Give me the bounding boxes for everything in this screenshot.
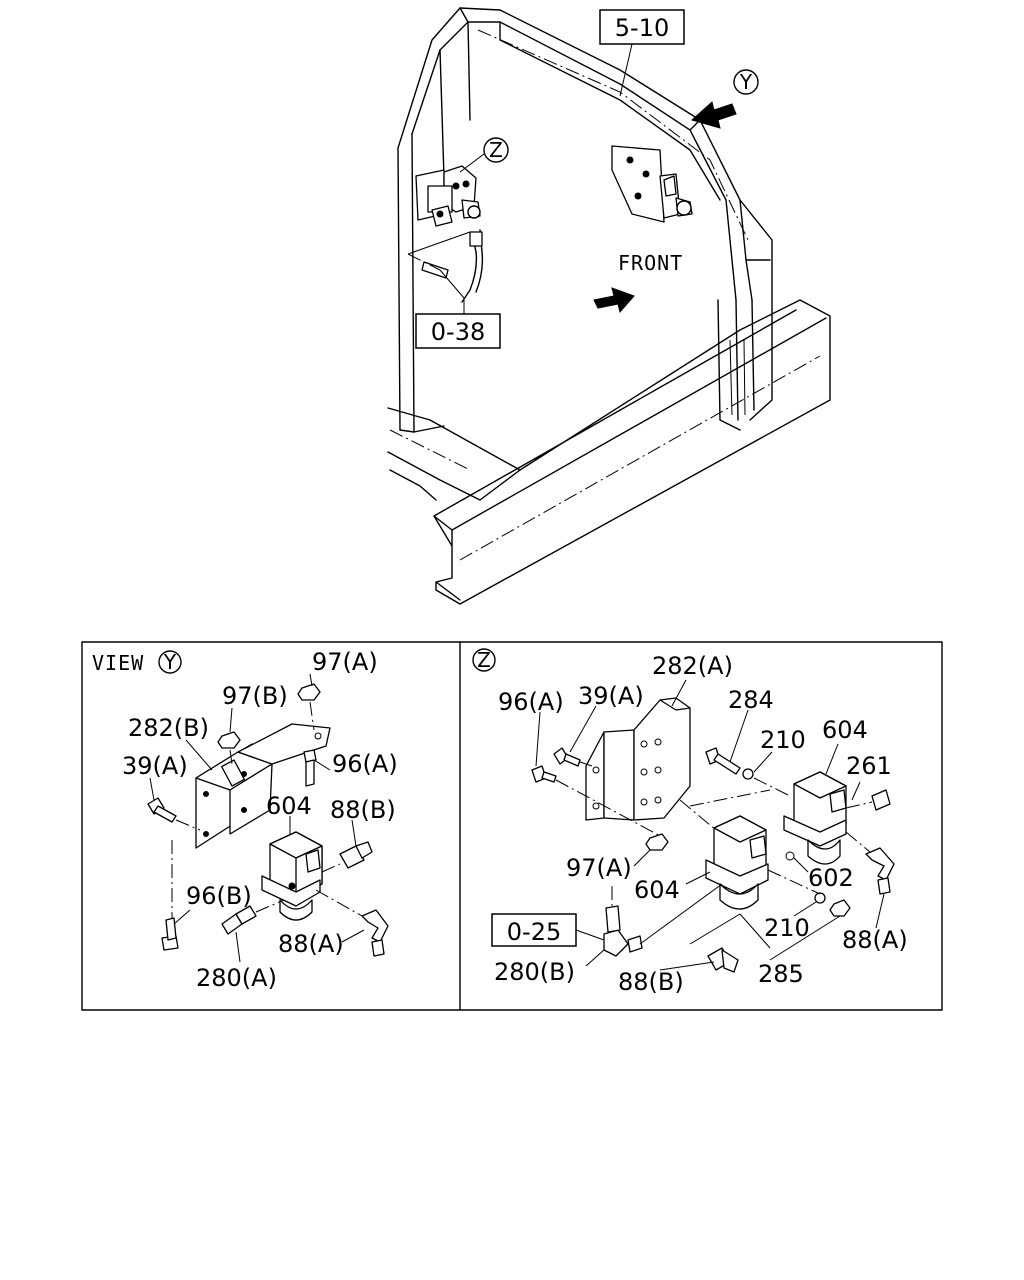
panel-view-y: VIEW Y bbox=[92, 648, 398, 992]
detail-frame bbox=[81, 641, 943, 1011]
label-88a-z: 88(A) bbox=[842, 926, 908, 954]
bolt-96b bbox=[161, 917, 179, 951]
view-z-callout[interactable]: Z bbox=[483, 137, 509, 163]
washer-210a bbox=[742, 768, 754, 780]
label-604b-z: 604 bbox=[634, 876, 680, 904]
screw-261 bbox=[871, 789, 891, 811]
valve-604-z-a bbox=[783, 771, 847, 865]
label-210b-z: 210 bbox=[764, 914, 810, 942]
label-261-z: 261 bbox=[846, 752, 892, 780]
front-arrow bbox=[593, 287, 635, 314]
label-282a-z: 282(A) bbox=[652, 652, 733, 680]
bolt-96a bbox=[303, 749, 317, 787]
front-label: FRONT bbox=[618, 251, 683, 275]
fitting-88b-z bbox=[707, 947, 739, 973]
label-602-z: 602 bbox=[808, 864, 854, 892]
label-285-z: 285 bbox=[758, 960, 804, 988]
bolt-39a-z bbox=[553, 747, 581, 767]
label-280b-z: 280(B) bbox=[494, 958, 575, 986]
label-604a-z: 604 bbox=[822, 716, 868, 744]
label-88b-z: 88(B) bbox=[618, 968, 684, 996]
bolt-39a bbox=[147, 797, 177, 823]
cab-frame bbox=[397, 7, 773, 433]
valve-604-y bbox=[261, 831, 323, 921]
view-y-callout[interactable]: Y bbox=[733, 69, 759, 95]
label-97a-y: 97(A) bbox=[312, 648, 378, 676]
bolt-96a-z bbox=[531, 765, 557, 783]
valve-assembly-y bbox=[611, 145, 693, 223]
ref-box-5-10[interactable]: 5-10 bbox=[599, 9, 685, 45]
label-282b-y: 282(B) bbox=[128, 714, 209, 742]
svg-text:0-38: 0-38 bbox=[431, 318, 485, 346]
view-z-marker-circle bbox=[472, 648, 496, 672]
label-96b-y: 96(B) bbox=[186, 882, 252, 910]
panel-view-z: Z bbox=[472, 648, 908, 996]
elbow-88a-z bbox=[865, 847, 895, 895]
label-284-z: 284 bbox=[728, 686, 774, 714]
nut-285 bbox=[829, 899, 851, 917]
label-39a-z: 39(A) bbox=[578, 682, 644, 710]
bracket-282a bbox=[585, 697, 691, 821]
label-96a-z: 96(A) bbox=[498, 688, 564, 716]
valve-assembly-z bbox=[407, 165, 484, 314]
view-z-marker: Z bbox=[477, 648, 491, 672]
label-39a-y: 39(A) bbox=[122, 752, 188, 780]
elbow-280b bbox=[603, 905, 643, 957]
label-97a-z: 97(A) bbox=[566, 854, 632, 882]
elbow-88a-y bbox=[361, 909, 389, 957]
view-y-marker: Y bbox=[163, 650, 177, 674]
top-assembly-view: 5-10 Y Z FRONT 0-38 bbox=[387, 7, 831, 605]
svg-text:5-10: 5-10 bbox=[615, 14, 669, 42]
svg-text:Y: Y bbox=[739, 70, 753, 94]
chassis-frame bbox=[387, 299, 831, 605]
view-y-title: VIEW bbox=[92, 651, 144, 675]
fitting-88b-y bbox=[339, 841, 373, 869]
label-88a-y: 88(A) bbox=[278, 930, 344, 958]
label-96a-y: 96(A) bbox=[332, 750, 398, 778]
label-97b-y: 97(B) bbox=[222, 682, 288, 710]
label-210a-z: 210 bbox=[760, 726, 806, 754]
ref-box-0-38[interactable]: 0-38 bbox=[415, 313, 501, 349]
fitting-280a bbox=[221, 905, 257, 935]
valve-604-z-b bbox=[705, 815, 769, 910]
bolt-284 bbox=[705, 747, 741, 775]
nut-97b bbox=[217, 731, 241, 749]
view-y-marker-circle bbox=[158, 650, 182, 674]
ring-602 bbox=[785, 851, 795, 861]
nut-97a bbox=[297, 683, 321, 701]
washer-210b bbox=[814, 892, 826, 904]
bracket-282b bbox=[195, 723, 331, 849]
nut-97a-z bbox=[645, 833, 669, 851]
svg-text:Z: Z bbox=[489, 138, 503, 162]
label-280a-y: 280(A) bbox=[196, 964, 277, 992]
ref-box-0-25[interactable]: 0-25 bbox=[491, 913, 577, 947]
svg-text:0-25: 0-25 bbox=[507, 918, 561, 946]
leader-5-10 bbox=[619, 43, 633, 97]
label-604-y: 604 bbox=[266, 792, 312, 820]
label-88b-y: 88(B) bbox=[330, 796, 396, 824]
view-y-arrow bbox=[690, 101, 737, 129]
leader-z bbox=[459, 153, 485, 173]
